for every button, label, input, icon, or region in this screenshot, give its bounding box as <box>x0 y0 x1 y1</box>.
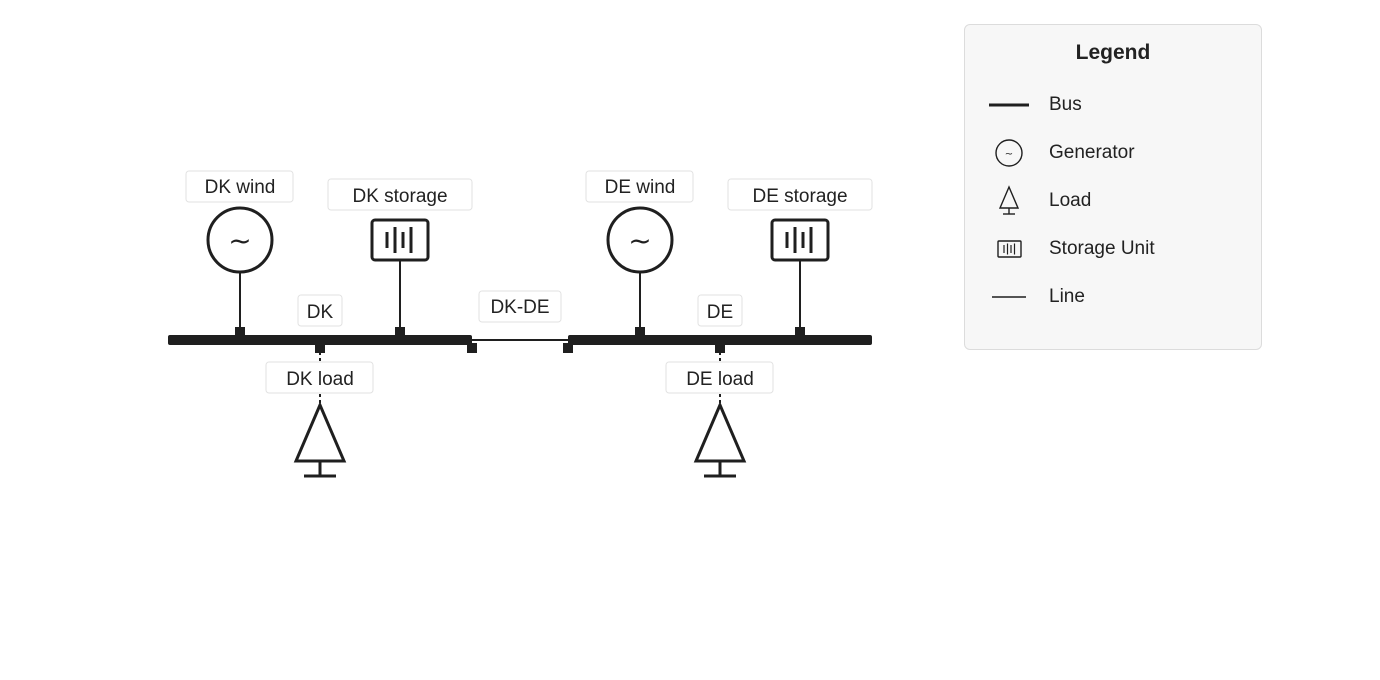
bus-de-bar <box>568 335 872 345</box>
line-icon <box>992 296 1026 298</box>
legend-item-bus: Bus <box>965 85 1261 125</box>
legend-item-generator: ~ Generator <box>965 133 1261 173</box>
line-dk-de <box>467 339 573 353</box>
generator-de-wind: ~ DE wind <box>585 170 694 328</box>
generator-symbol: ~ <box>628 224 651 257</box>
bus-dk-bar <box>168 335 472 345</box>
legend-title: Legend <box>1075 41 1151 64</box>
legend-label-line: Line <box>1049 286 1085 307</box>
legend-label-storage-unit: Storage Unit <box>1049 238 1155 259</box>
load-icon <box>998 185 1020 215</box>
load-de: DE load <box>665 352 774 478</box>
load-icon <box>693 401 747 463</box>
bus-icon <box>989 103 1029 107</box>
legend-label-load: Load <box>1049 190 1092 211</box>
storage-de: DE storage <box>727 178 873 328</box>
load-label-de: DE load <box>686 369 754 390</box>
load-dk: DK load <box>265 352 374 478</box>
legend-label-generator: Generator <box>1049 142 1135 163</box>
generator-icon <box>206 206 274 274</box>
legend: Legend Bus ~ Generator Load Storage Unit <box>964 24 1262 350</box>
legend-item-storage-unit: Storage Unit <box>965 229 1261 269</box>
storage-label-dk: DK storage <box>352 186 447 207</box>
legend-item-load: Load <box>965 181 1261 221</box>
load-icon <box>293 401 347 463</box>
bus-label-dk: DK <box>307 302 334 323</box>
legend-item-line: Line <box>965 277 1261 317</box>
generator-label-dk-wind: DK wind <box>205 177 276 198</box>
svg-text:~: ~ <box>1005 149 1013 160</box>
load-label-dk: DK load <box>286 369 354 390</box>
bus-dk <box>168 327 472 353</box>
storage-dk: DK storage <box>327 178 473 328</box>
line-label-dk-de: DK-DE <box>490 297 549 318</box>
generator-icon: ~ <box>995 139 1023 167</box>
storage-label-de: DE storage <box>752 186 847 207</box>
storage-unit-icon <box>997 240 1022 258</box>
storage-unit-icon <box>770 218 830 262</box>
storage-unit-icon <box>370 218 430 262</box>
bus-label-de: DE <box>707 302 733 323</box>
bus-de <box>568 327 872 353</box>
generator-dk-wind: ~ DK wind <box>185 170 294 328</box>
generator-label-de-wind: DE wind <box>605 177 676 198</box>
generator-icon <box>606 206 674 274</box>
legend-label-bus: Bus <box>1049 94 1082 115</box>
generator-symbol: ~ <box>228 224 251 257</box>
